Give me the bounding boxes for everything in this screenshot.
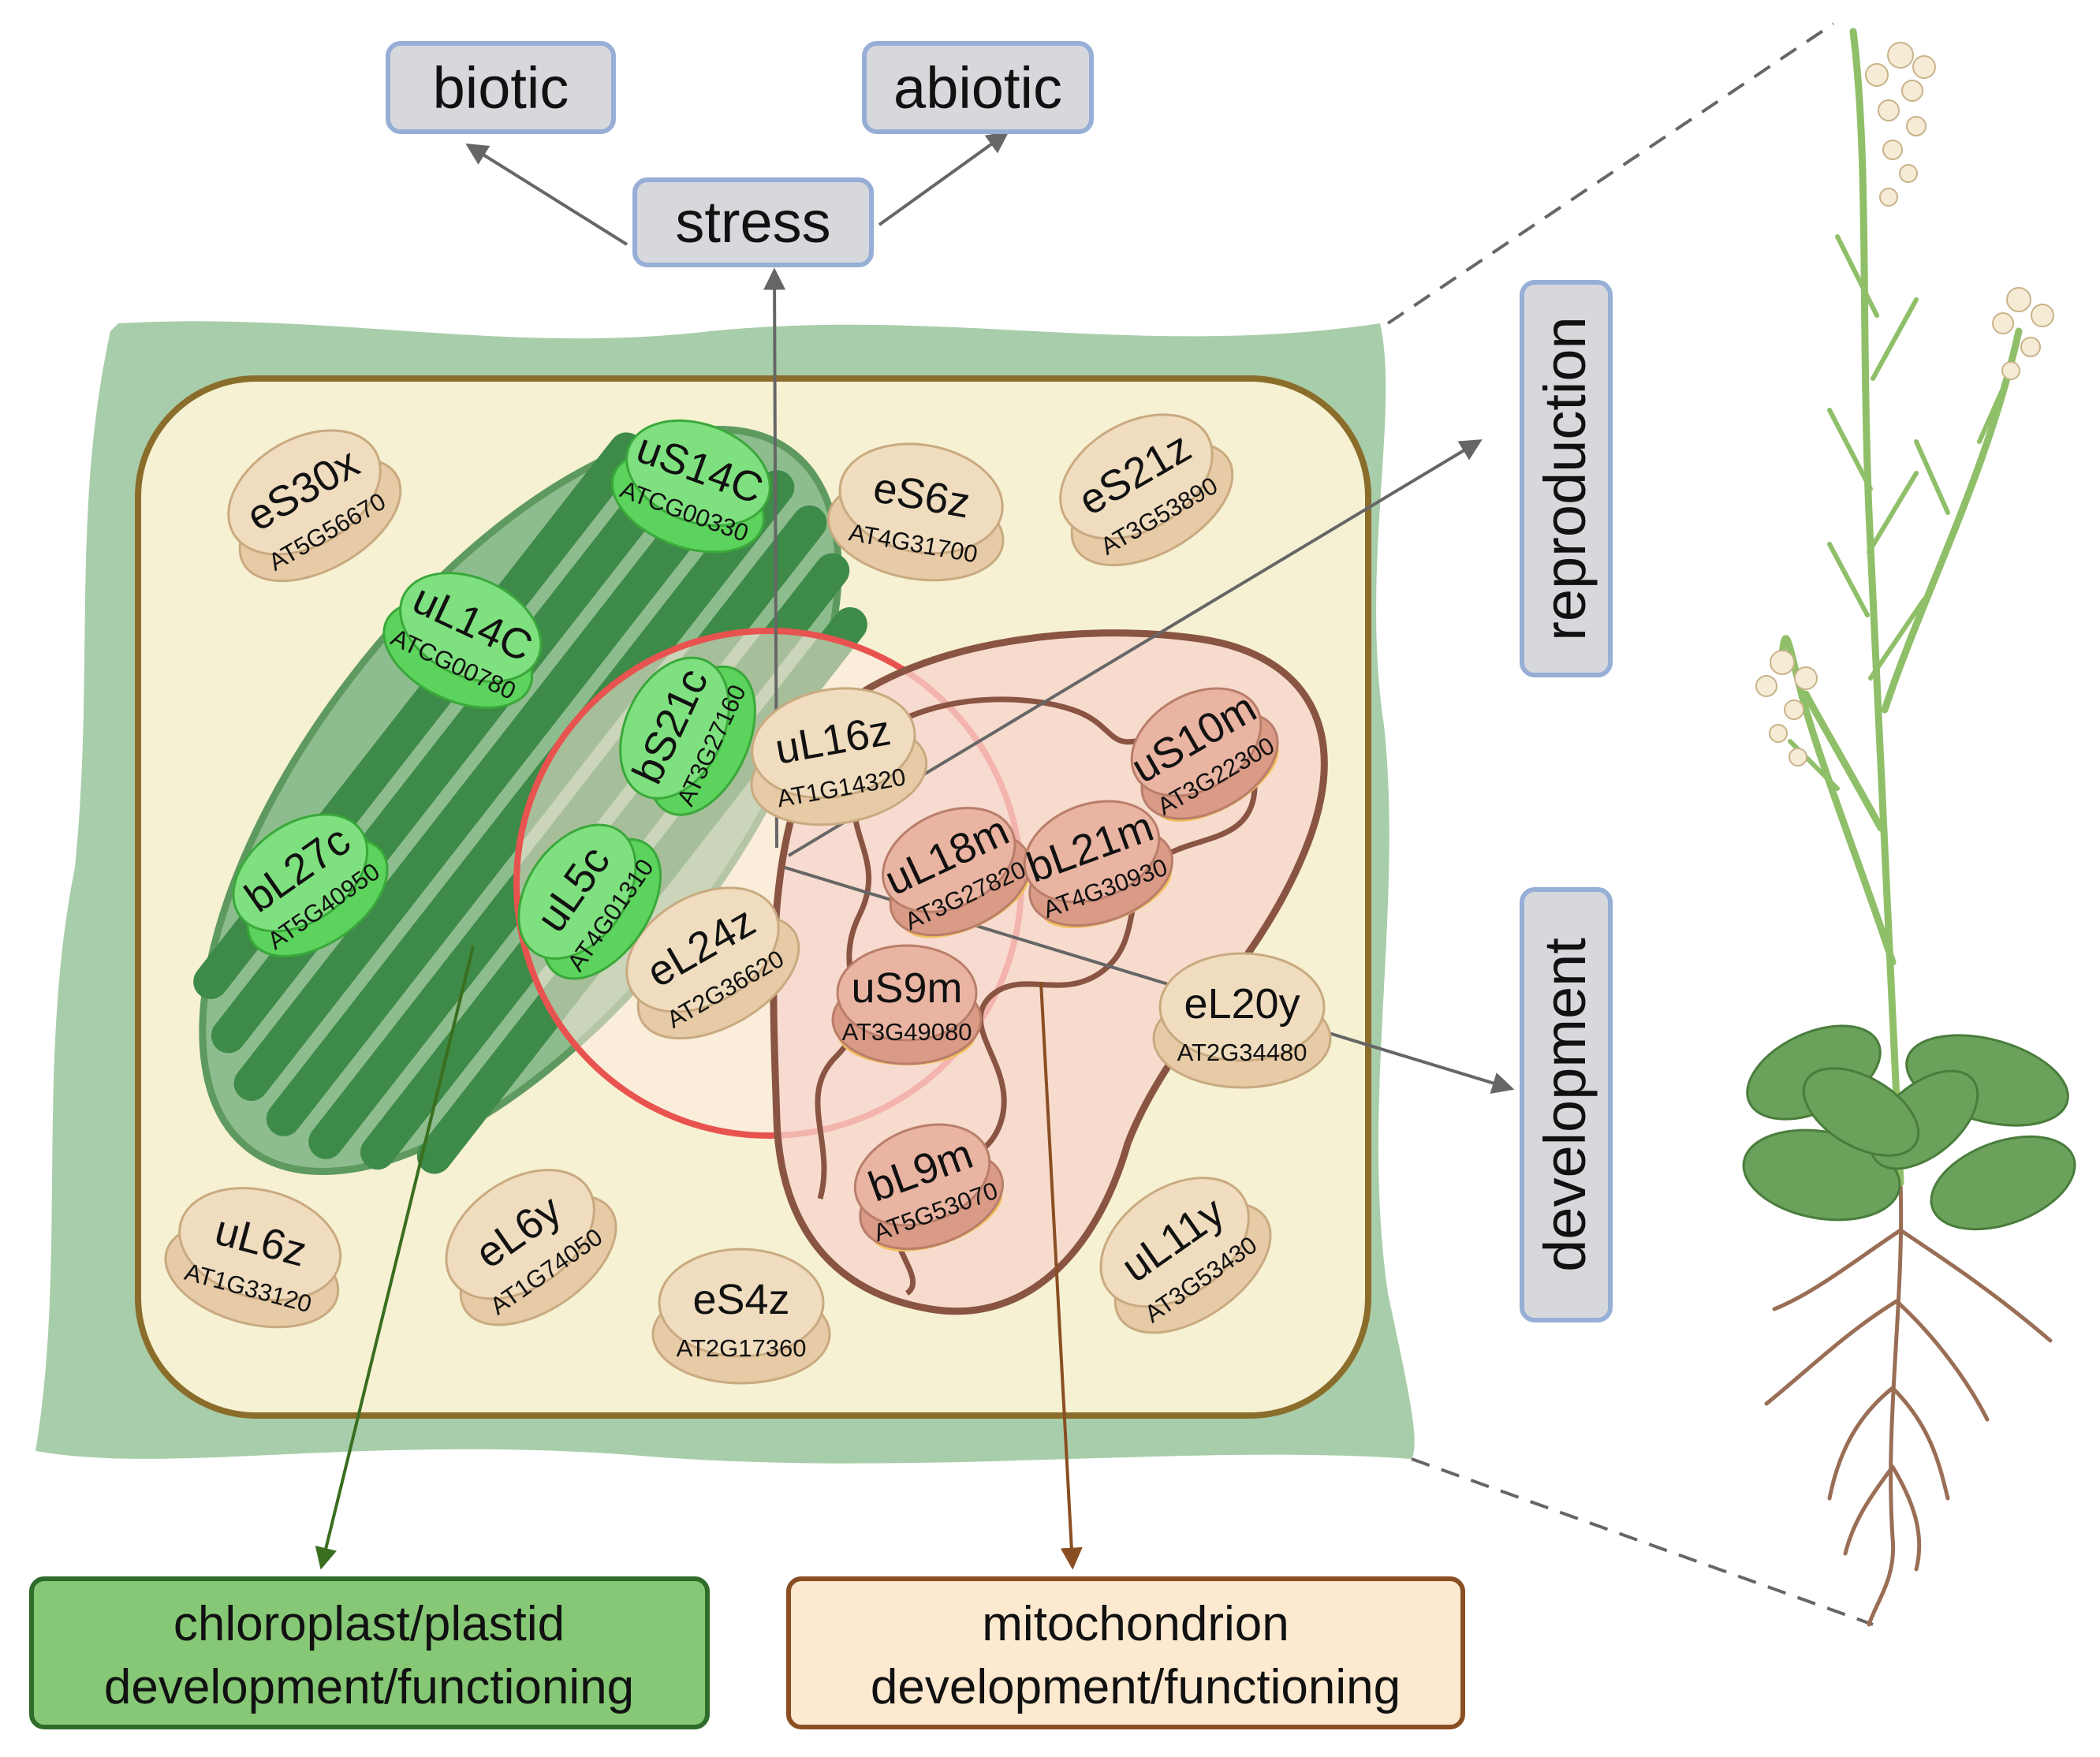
gene-id: AT2G17360 — [677, 1334, 807, 1362]
protein-name: eL20y — [1184, 980, 1300, 1028]
ribosome-uL11y: uL11y AT3G53430 — [1099, 1177, 1272, 1334]
protein-name: eS4z — [692, 1276, 789, 1323]
protein-name: uS9m — [851, 964, 962, 1012]
arabidopsis-plant-illustration — [1742, 28, 2076, 1627]
ribosome-bL27c: bL27c AT5G40950 — [232, 813, 389, 958]
ribosome-eS30x: eS30x AT5G56670 — [227, 429, 402, 583]
plant-siliques — [1788, 234, 2013, 791]
arrow-to-biotic — [465, 144, 629, 246]
box-mito-function: mitochondrion development/functioning — [786, 1576, 1465, 1729]
ribosome-uL14C: uL14C ATCG00780 — [382, 572, 543, 709]
ribosome-eL20y: eL20y AT2G34480 — [1152, 952, 1332, 1089]
gene-id: AT3G49080 — [842, 1018, 972, 1046]
ribosome-uL6z: uL6z AT1G33120 — [164, 1187, 342, 1329]
ribosome-uS10m: uS10m AT3G22300 — [1124, 684, 1279, 823]
plant-flower-clusters — [1755, 42, 2054, 767]
ribosome-eS6z: eS6z AT4G31700 — [826, 442, 1005, 582]
ribosome-uL16z: uL16z AT1G14320 — [750, 687, 928, 826]
box-reproduction-label: reproduction — [1532, 316, 1598, 640]
ribosome-eS21z: eS21z AT3G53890 — [1059, 413, 1234, 567]
box-abiotic-label: abiotic — [893, 55, 1062, 121]
box-biotic: biotic — [386, 41, 616, 134]
gene-id: AT2G34480 — [1177, 1039, 1307, 1066]
zoom-line-bottom — [1411, 1457, 1874, 1626]
plastid-box-line1: chloroplast/plastid — [173, 1597, 565, 1651]
box-development: development — [1520, 887, 1613, 1322]
ribosome-bL9m: bL9m AT5G53070 — [853, 1123, 1005, 1252]
plant-stems — [1778, 28, 2023, 1187]
box-reproduction: reproduction — [1520, 280, 1613, 677]
arrow-to-abiotic — [878, 131, 1009, 226]
box-stress: stress — [632, 177, 874, 267]
ribosome-uL18m: uL18m AT3G27820 — [878, 807, 1031, 938]
plant-roots — [1764, 1181, 2053, 1627]
ribosome-eL24z: eL24z AT2G36620 — [625, 886, 800, 1040]
ribosome-eS4z: eS4z AT2G17360 — [651, 1248, 831, 1385]
arrow-to-mito-box — [1039, 981, 1083, 1570]
arrow-to-plastid-box — [315, 946, 475, 1570]
box-stress-label: stress — [675, 189, 830, 255]
mito-box-line1: mitochondrion — [982, 1597, 1289, 1651]
box-biotic-label: biotic — [433, 55, 569, 121]
mito-box-line2: development/functioning — [871, 1660, 1401, 1714]
box-abiotic: abiotic — [862, 41, 1094, 134]
plastid-box-line2: development/functioning — [104, 1660, 634, 1714]
zoom-line-top — [1386, 22, 1835, 325]
box-development-label: development — [1532, 938, 1598, 1272]
box-plastid-function: chloroplast/plastid development/function… — [29, 1576, 710, 1729]
plant-rosette-leaves — [1742, 1024, 2076, 1231]
ribosome-uS9m: uS9m AT3G49080 — [831, 944, 983, 1065]
ribosome-eL6y: eL6y AT1G74050 — [445, 1169, 617, 1326]
